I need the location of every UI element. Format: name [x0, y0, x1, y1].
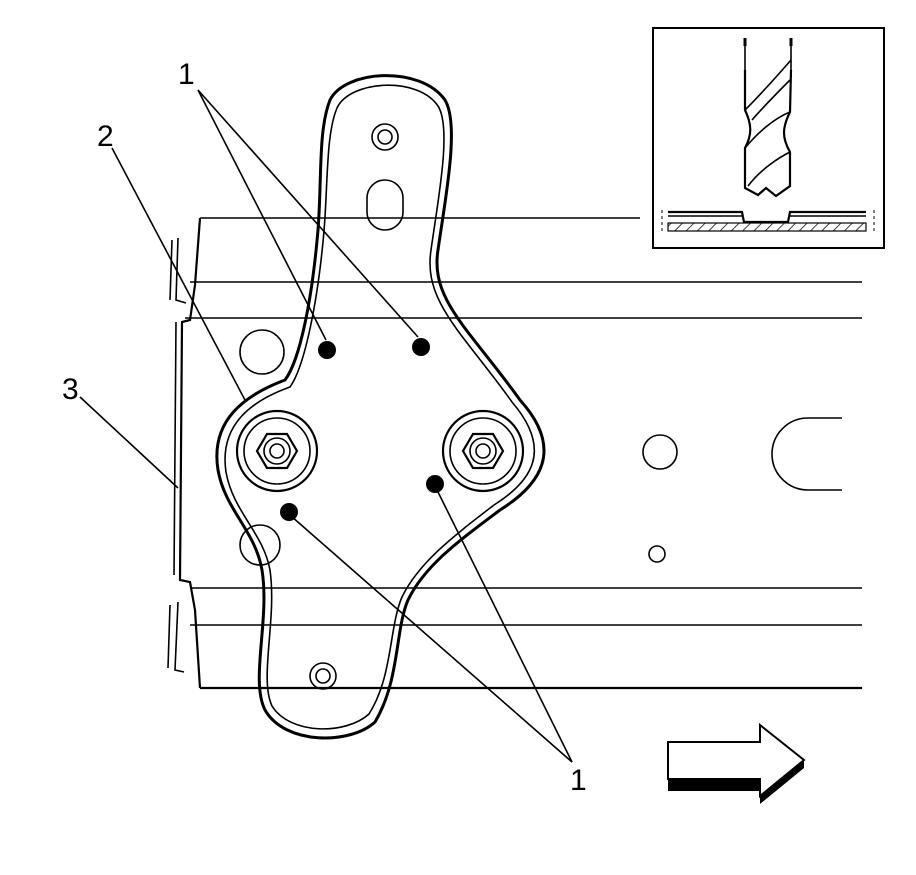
spot-weld-dot [426, 475, 444, 493]
spot-weld-dot [280, 503, 298, 521]
reinforcement-bracket [215, 74, 546, 740]
spot-welds [280, 338, 444, 521]
callout-3: 3 [62, 373, 79, 406]
leader-lines [79, 89, 573, 763]
spot-weld-dot [318, 341, 336, 359]
forward-arrow-icon [667, 722, 806, 804]
drill-bit-spot-weld-icon [652, 27, 885, 249]
callout-1-bottom: 1 [570, 764, 587, 797]
callout-2: 2 [97, 120, 114, 153]
callout-1-top: 1 [178, 58, 195, 91]
frame-rail [167, 217, 862, 690]
nut-right [441, 409, 525, 493]
nut-left [235, 409, 319, 493]
spot-weld-dot [412, 338, 430, 356]
